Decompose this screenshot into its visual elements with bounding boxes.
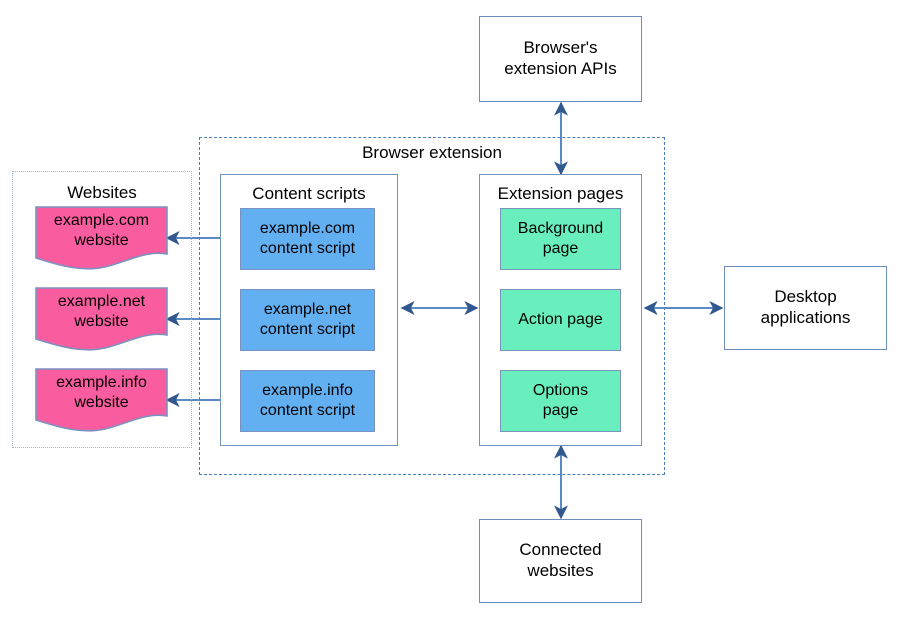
background-page-chip[interactable]: Background page bbox=[500, 208, 621, 270]
example-net-content-script-line1: example.net bbox=[263, 301, 352, 319]
connected-websites-line1: Connected bbox=[519, 540, 602, 560]
desktop-applications-label: Desktop applications bbox=[761, 287, 851, 328]
example-com-content-script-chip[interactable]: example.com content script bbox=[240, 208, 375, 270]
example-net-website-shape[interactable]: example.net website bbox=[35, 287, 168, 353]
browser-apis-line1: Browser's bbox=[523, 38, 598, 58]
example-com-website-shape[interactable]: example.com website bbox=[35, 206, 168, 272]
example-com-content-script-line2: content script bbox=[259, 240, 356, 257]
connected-websites-box[interactable]: Connected websites bbox=[479, 519, 642, 603]
browser-extension-region-title: Browser extension bbox=[362, 143, 502, 162]
options-page-chip[interactable]: Options page bbox=[500, 370, 621, 432]
example-net-website-label: example.net website bbox=[35, 287, 168, 337]
browser-extension-apis-label: Browser's extension APIs bbox=[504, 38, 616, 79]
example-info-content-script-chip[interactable]: example.info content script bbox=[240, 370, 375, 432]
options-page-label: Options page bbox=[533, 381, 588, 420]
websites-region: Websites bbox=[12, 171, 192, 448]
website-wave-shape-icon bbox=[35, 206, 168, 270]
example-info-content-script-label: example.info content script bbox=[260, 381, 355, 420]
connected-websites-line2: websites bbox=[527, 561, 594, 580]
options-page-line1: Options bbox=[532, 382, 589, 400]
action-page-label: Action page bbox=[518, 310, 603, 330]
example-com-content-script-label: example.com content script bbox=[260, 219, 355, 258]
action-page-chip[interactable]: Action page bbox=[500, 289, 621, 351]
example-info-content-script-line2: content script bbox=[259, 402, 356, 419]
extension-pages-panel-title: Extension pages bbox=[497, 184, 624, 203]
browser-apis-line2: extension APIs bbox=[504, 59, 617, 78]
browser-extension-region: Browser extension bbox=[199, 137, 665, 475]
action-page-line1: Action page bbox=[518, 311, 603, 329]
website-wave-shape-icon bbox=[35, 287, 168, 351]
options-page-line2: page bbox=[542, 402, 579, 419]
desktop-applications-box[interactable]: Desktop applications bbox=[724, 266, 887, 350]
example-info-content-script-line1: example.info bbox=[262, 382, 353, 400]
desktop-applications-line2: applications bbox=[760, 308, 851, 327]
background-page-label: Background page bbox=[518, 219, 603, 258]
browser-extension-apis-box[interactable]: Browser's extension APIs bbox=[479, 16, 642, 102]
example-net-content-script-chip[interactable]: example.net content script bbox=[240, 289, 375, 351]
example-info-website-shape[interactable]: example.info website bbox=[35, 368, 168, 434]
example-com-website-label: example.com website bbox=[35, 206, 168, 256]
content-scripts-panel-title: Content scripts bbox=[252, 184, 366, 203]
example-com-website-line1: example.com bbox=[53, 212, 150, 230]
background-page-line1: Background bbox=[517, 220, 604, 238]
example-info-website-line1: example.info bbox=[56, 374, 147, 392]
desktop-applications-line1: Desktop bbox=[774, 287, 837, 307]
example-net-website-line2: website bbox=[74, 313, 129, 330]
example-net-content-script-label: example.net content script bbox=[260, 300, 355, 339]
example-com-website-line2: website bbox=[74, 232, 129, 249]
websites-region-title: Websites bbox=[67, 183, 137, 202]
example-com-content-script-line1: example.com bbox=[259, 220, 356, 238]
connected-websites-label: Connected websites bbox=[519, 540, 601, 581]
example-net-content-script-line2: content script bbox=[259, 321, 356, 338]
website-wave-shape-icon bbox=[35, 368, 168, 432]
example-net-website-line1: example.net bbox=[57, 293, 146, 311]
background-page-line2: page bbox=[542, 240, 579, 257]
example-info-website-label: example.info website bbox=[35, 368, 168, 418]
example-info-website-line2: website bbox=[74, 394, 129, 411]
